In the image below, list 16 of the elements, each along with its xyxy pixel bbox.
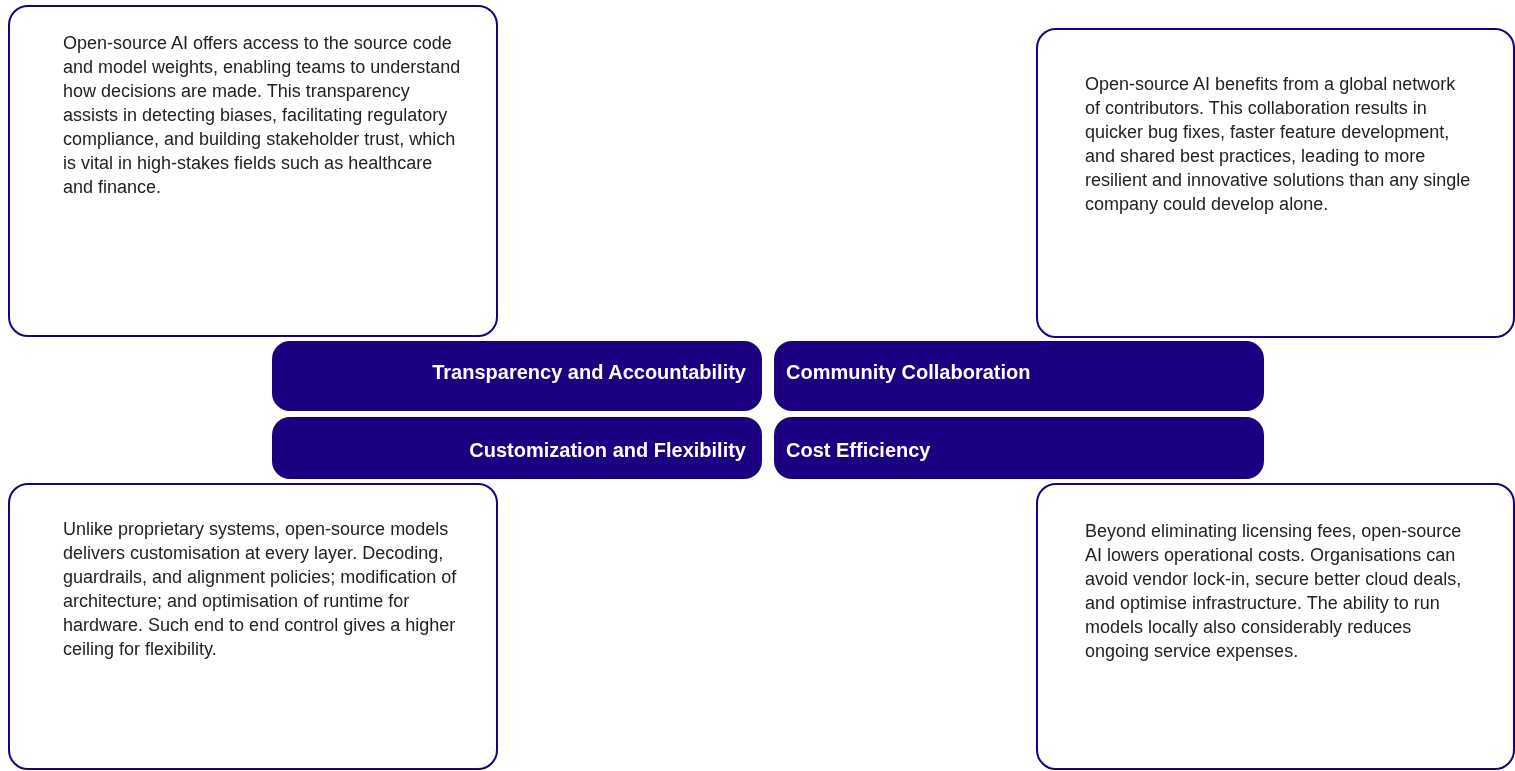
description-text: Beyond eliminating licensing fees, open-source AI lowers operational costs. Organisations can avoid vendor lock-in, secure better cloud deals, and optimise infrastructure. The ability to run models locally also considerably reduces ongoing service expenses.: [1085, 520, 1463, 663]
category-heading: Community Collaboration: [786, 361, 1031, 384]
category-tile: [774, 341, 1264, 411]
callout-card: [1036, 28, 1515, 338]
category-heading: Cost Efficiency: [786, 439, 931, 462]
description-text: Unlike proprietary systems, open-source models delivers customisation at every layer. Decoding, guardrails, and alignment policies; modification of architecture; and optimisation of runtime for hardware. Such end to end control gives a higher ceiling for flexibility.: [63, 518, 458, 661]
callout-card: [8, 483, 498, 770]
description-text: Open-source AI benefits from a global network of contributors. This collaboration results in quicker bug fixes, faster feature development, and shared best practices, leading to more resilient and innovative solutions than any single company could develop alone.: [1085, 73, 1472, 216]
category-tile: [272, 341, 762, 411]
callout-card: [1036, 483, 1515, 770]
category-tile: [774, 417, 1264, 479]
category-heading: Transparency and Accountability: [432, 361, 746, 384]
category-tile: [272, 417, 762, 479]
callout-card: [8, 5, 498, 337]
category-heading: Customization and Flexibility: [469, 439, 746, 462]
description-text: Open-source AI offers access to the source code and model weights, enabling teams to understand how decisions are made. This transparency assists in detecting biases, facilitating regulatory compliance, and building stakeholder trust, which is vital in high-stakes fields such as healthcare and finance.: [63, 32, 462, 199]
